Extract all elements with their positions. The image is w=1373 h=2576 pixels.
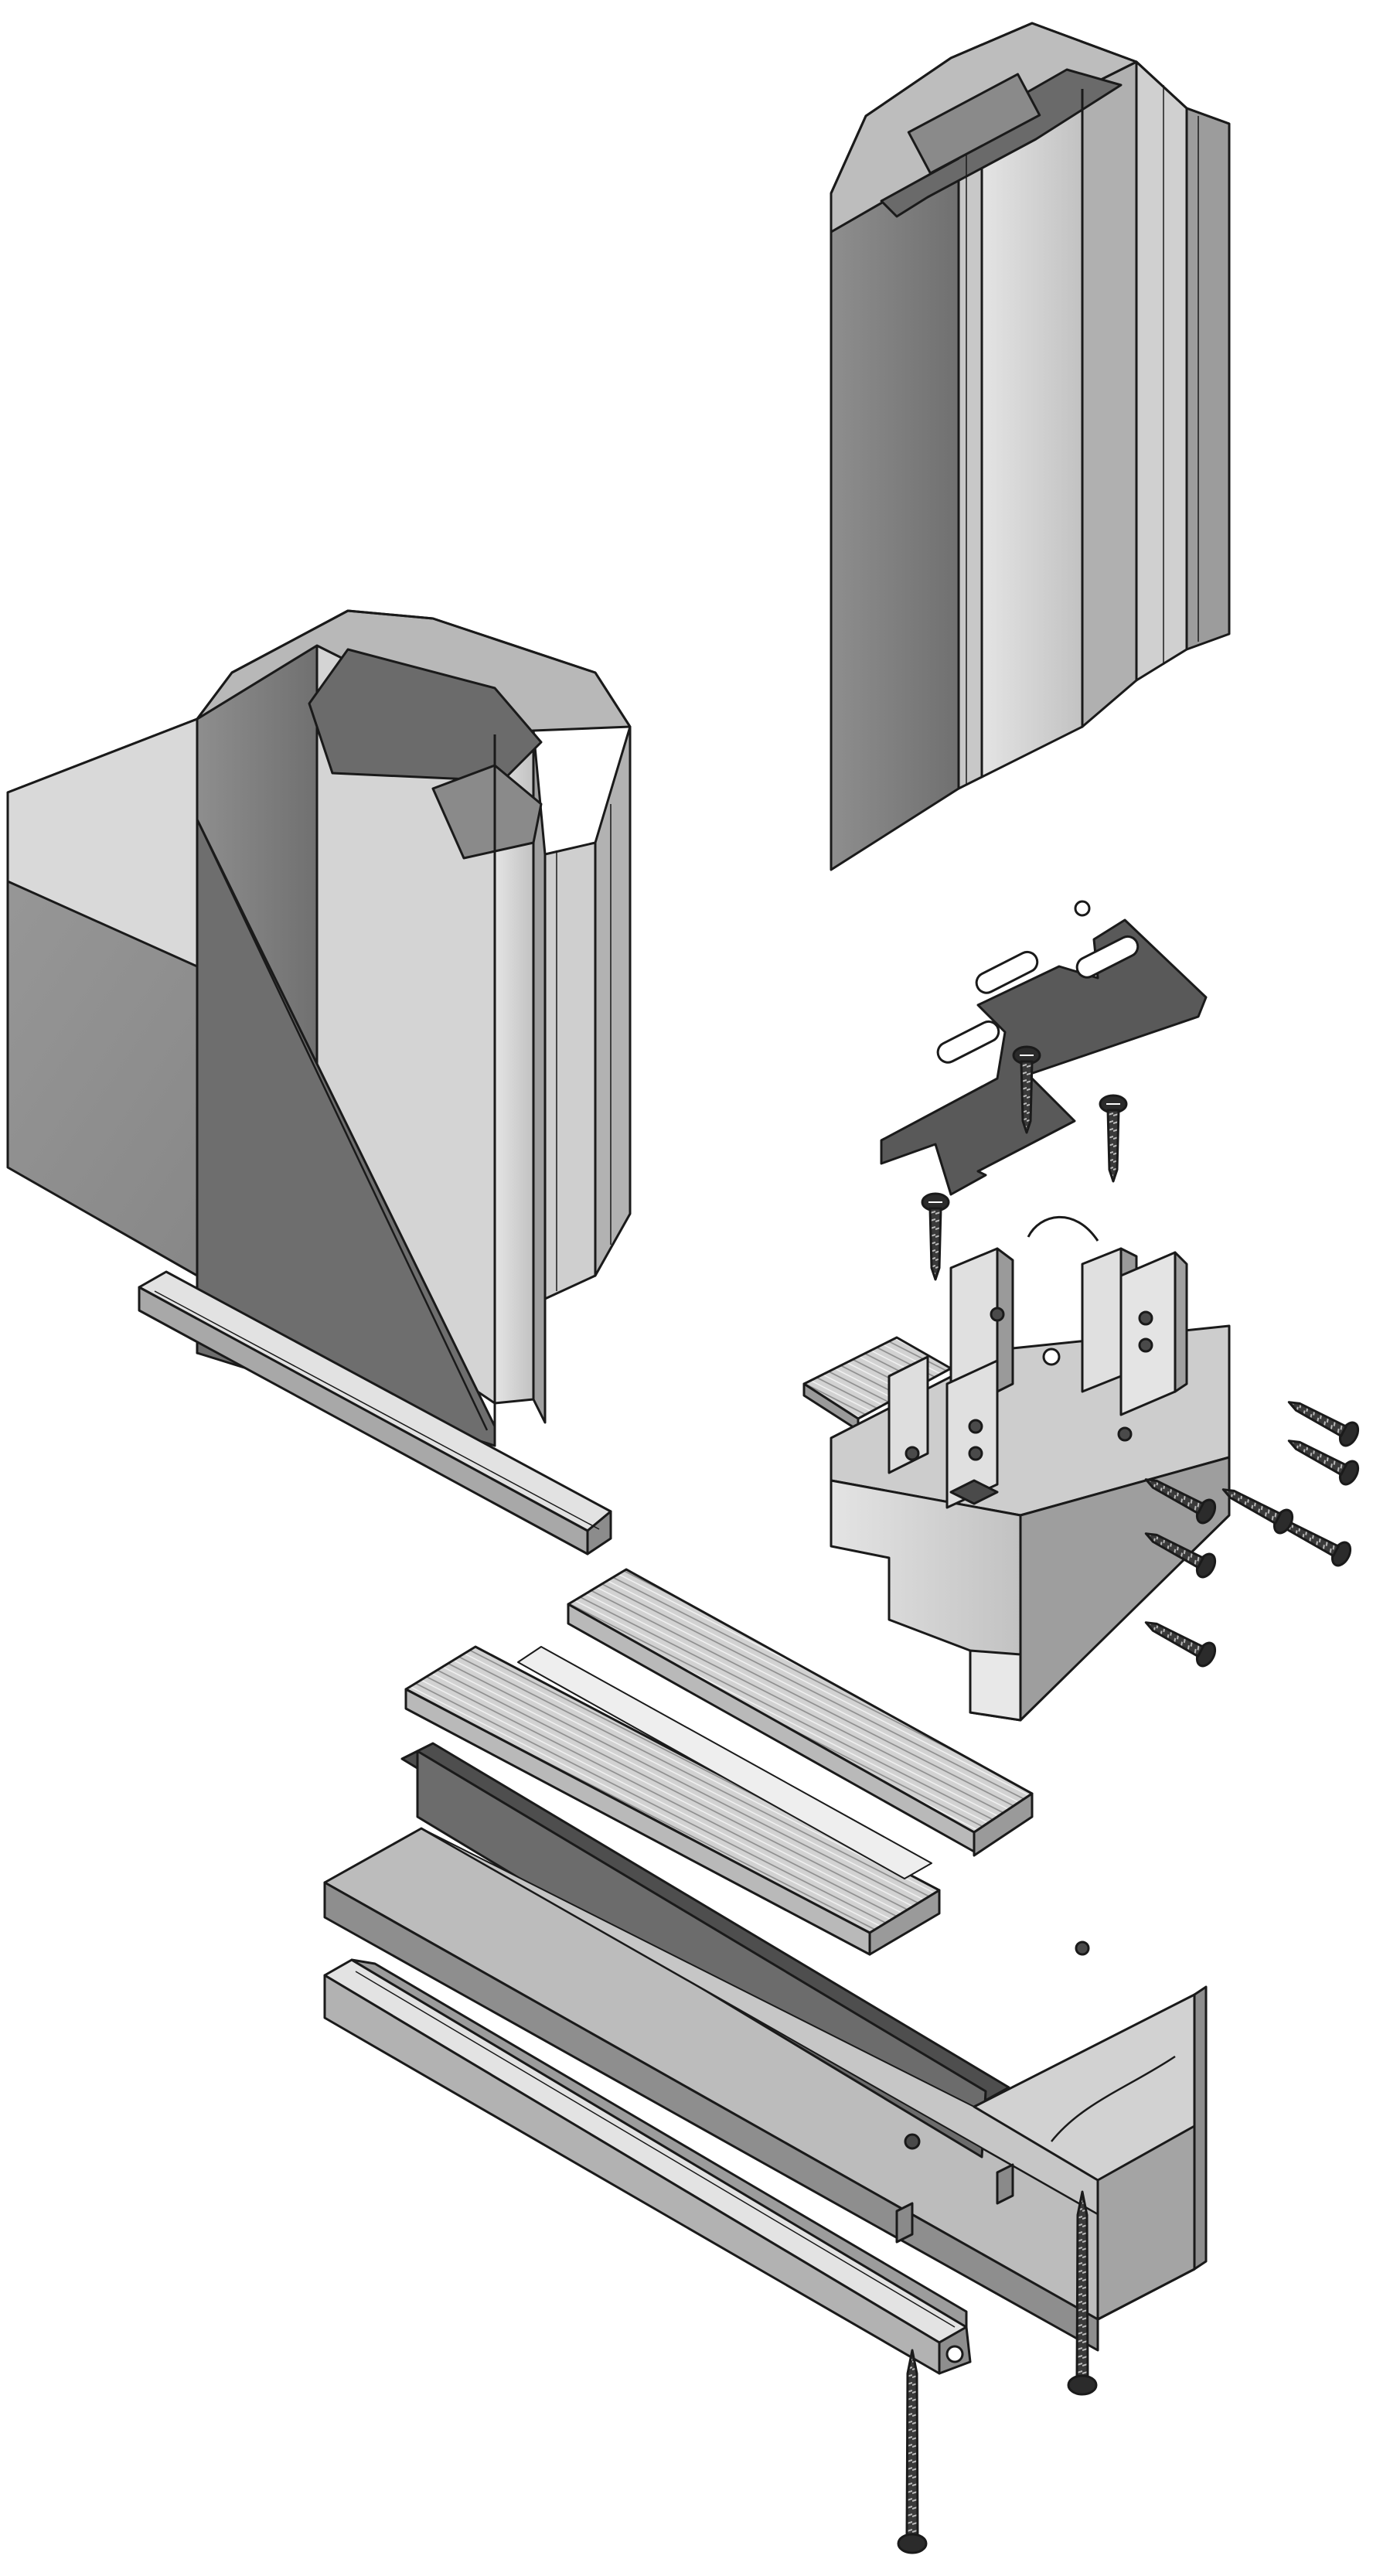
glazing-bead-left xyxy=(138,1270,612,1555)
corner-cleat-block xyxy=(802,1215,1231,1722)
screw-icon xyxy=(1012,1045,1041,1134)
corner-mullion-profile xyxy=(6,609,632,1447)
screw-icon xyxy=(1144,1478,1217,1525)
screw-icon xyxy=(1287,1440,1360,1486)
screw-icon xyxy=(1144,1621,1217,1668)
screw-icon xyxy=(921,1192,950,1281)
screw-icon xyxy=(1287,1401,1360,1447)
upper-frame-profile xyxy=(830,22,1231,871)
sill-base-profile xyxy=(323,1742,1208,2352)
threshold-cover-upper xyxy=(567,1568,1034,1857)
cleat-screws xyxy=(1144,1401,1360,1668)
threshold-cover-lower xyxy=(404,1645,941,1956)
long-screw-icon xyxy=(897,2349,928,2554)
screw-icon xyxy=(1221,1488,1294,1535)
screw-icon xyxy=(1099,1094,1128,1183)
front-trim-rail xyxy=(323,1958,972,2375)
plate-screws xyxy=(921,1045,1128,1281)
screw-icon xyxy=(1144,1532,1217,1579)
connector-plate xyxy=(880,900,1208,1196)
long-screw-icon xyxy=(1067,2190,1098,2396)
long-anchor-screws xyxy=(897,2190,1098,2554)
